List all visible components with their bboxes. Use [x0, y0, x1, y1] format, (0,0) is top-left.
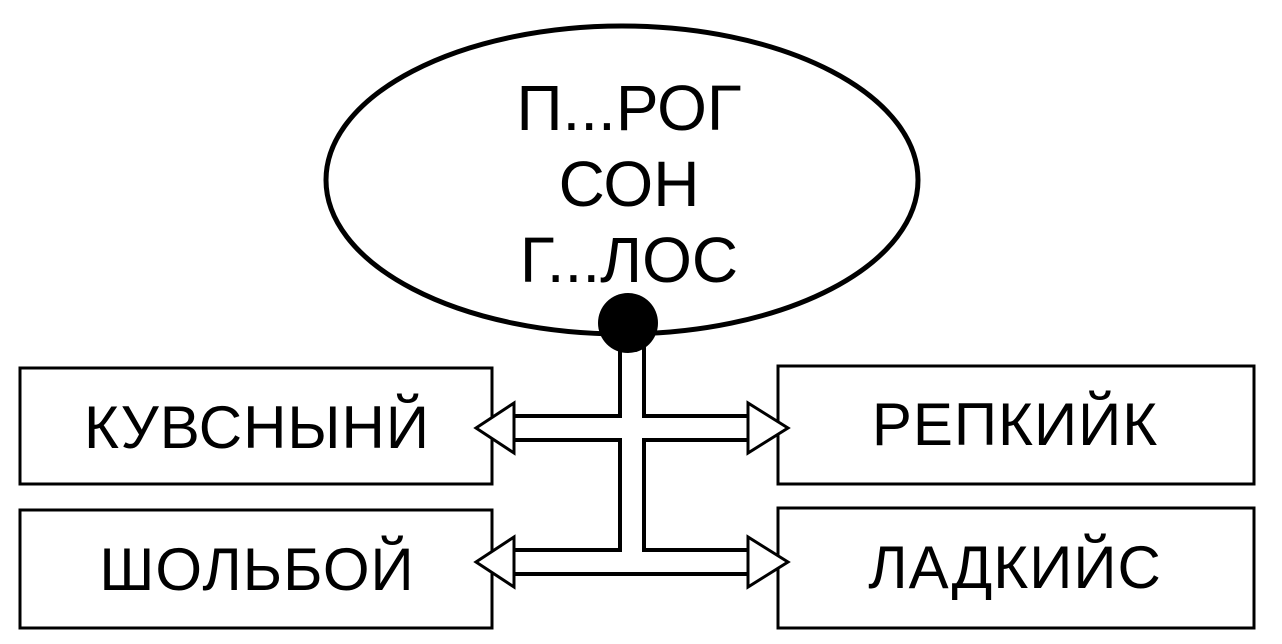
center-word-3: Г...ЛОС [519, 224, 739, 296]
box-top-left-label: КУВСНЫНЙ [84, 394, 430, 461]
arrow-to-bottom-left [473, 534, 516, 590]
arrow-to-bottom-right [746, 534, 791, 590]
arrow-to-top-left [473, 400, 516, 456]
connector-pipes [504, 345, 752, 576]
box-bottom-right-label: ЛАДКИЙС [868, 534, 1162, 601]
box-bottom-right [776, 506, 1256, 630]
box-bottom-left-label: ШОЛЬБОЙ [99, 536, 415, 603]
center-word-1: П...РОГ [516, 72, 742, 144]
arrow-to-top-right [746, 400, 791, 456]
box-top-right-label: РЕПКИЙК [871, 391, 1159, 458]
box-top-left [18, 366, 494, 486]
box-top-right [776, 364, 1256, 486]
box-bottom-left [18, 508, 494, 630]
center-word-2: СОН [558, 148, 700, 220]
junction-node [598, 293, 658, 353]
